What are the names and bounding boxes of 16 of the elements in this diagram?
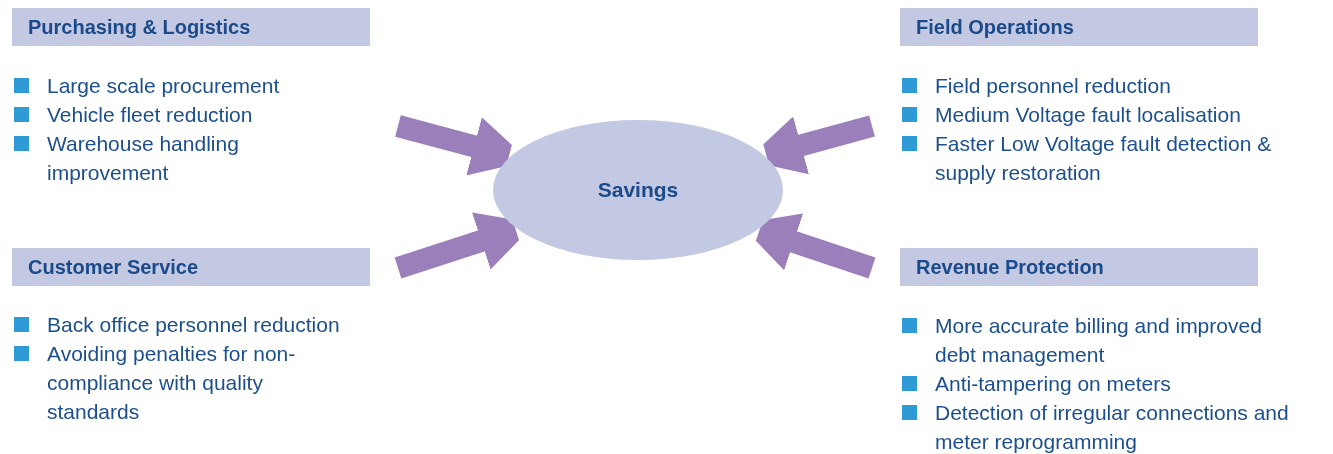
- bullet-text: Detection of irregular connections and meter reprogramming: [935, 400, 1290, 454]
- bullet-text: Large scale procurement: [47, 73, 280, 99]
- bullet-text: Faster Low Voltage fault detection & supply restoration: [935, 131, 1273, 186]
- bullet-text: Warehouse handling improvement: [47, 131, 240, 186]
- bullet-text: Anti-tampering on meters: [935, 371, 1171, 397]
- bullet-text: Back office personnel reduction: [47, 312, 340, 338]
- bullet-text: Avoiding penalties for non-compliance with quality standards: [47, 341, 297, 425]
- heading-band: Field Operations: [900, 8, 1258, 46]
- bullet-text: Medium Voltage fault localisation: [935, 102, 1241, 128]
- bullet-text: Vehicle fleet reduction: [47, 102, 253, 128]
- ellipse-label: Savings: [597, 177, 679, 204]
- bullet-text: Field personnel reduction: [935, 73, 1171, 99]
- heading-band: Purchasing & Logistics: [12, 8, 370, 46]
- heading-band: Customer Service: [12, 248, 370, 286]
- bullet-text: More accurate billing and improved debt management: [935, 313, 1263, 368]
- heading-band: Revenue Protection: [900, 248, 1258, 286]
